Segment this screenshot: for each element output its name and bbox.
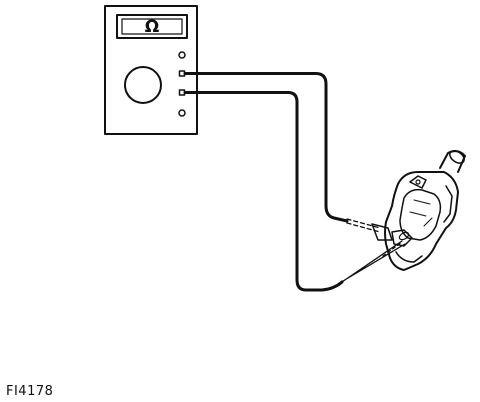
component-knob-end: [449, 150, 465, 164]
component-terminal-pin: [398, 231, 410, 241]
component-terminal-upper: [371, 223, 393, 241]
tested-component: [371, 150, 466, 271]
multimeter-rotary-dial: [124, 66, 162, 104]
component-inner-cavity: [399, 188, 442, 241]
test-lead-upper: [183, 72, 349, 223]
component-terminal-lower: [391, 229, 413, 247]
multimeter: Ω: [104, 5, 198, 135]
multimeter-jack-4: [178, 109, 186, 117]
test-leads: [183, 72, 406, 292]
multimeter-display: [116, 14, 188, 39]
multimeter-jack-1: [178, 51, 186, 59]
multimeter-body: [104, 5, 198, 135]
component-flange: [443, 185, 453, 223]
component-connector-housing: [395, 251, 423, 263]
test-probe-lower: [338, 240, 406, 285]
component-body: [384, 171, 459, 271]
figure-id-label: FI4178: [6, 384, 53, 399]
multimeter-display-inner: [121, 18, 183, 35]
component-detail-lines: [409, 199, 433, 227]
component-mounting-tab: [409, 175, 427, 189]
ohm-symbol: Ω: [145, 17, 159, 37]
test-lead-lower: [183, 91, 344, 292]
component-mounting-hole: [415, 179, 421, 185]
